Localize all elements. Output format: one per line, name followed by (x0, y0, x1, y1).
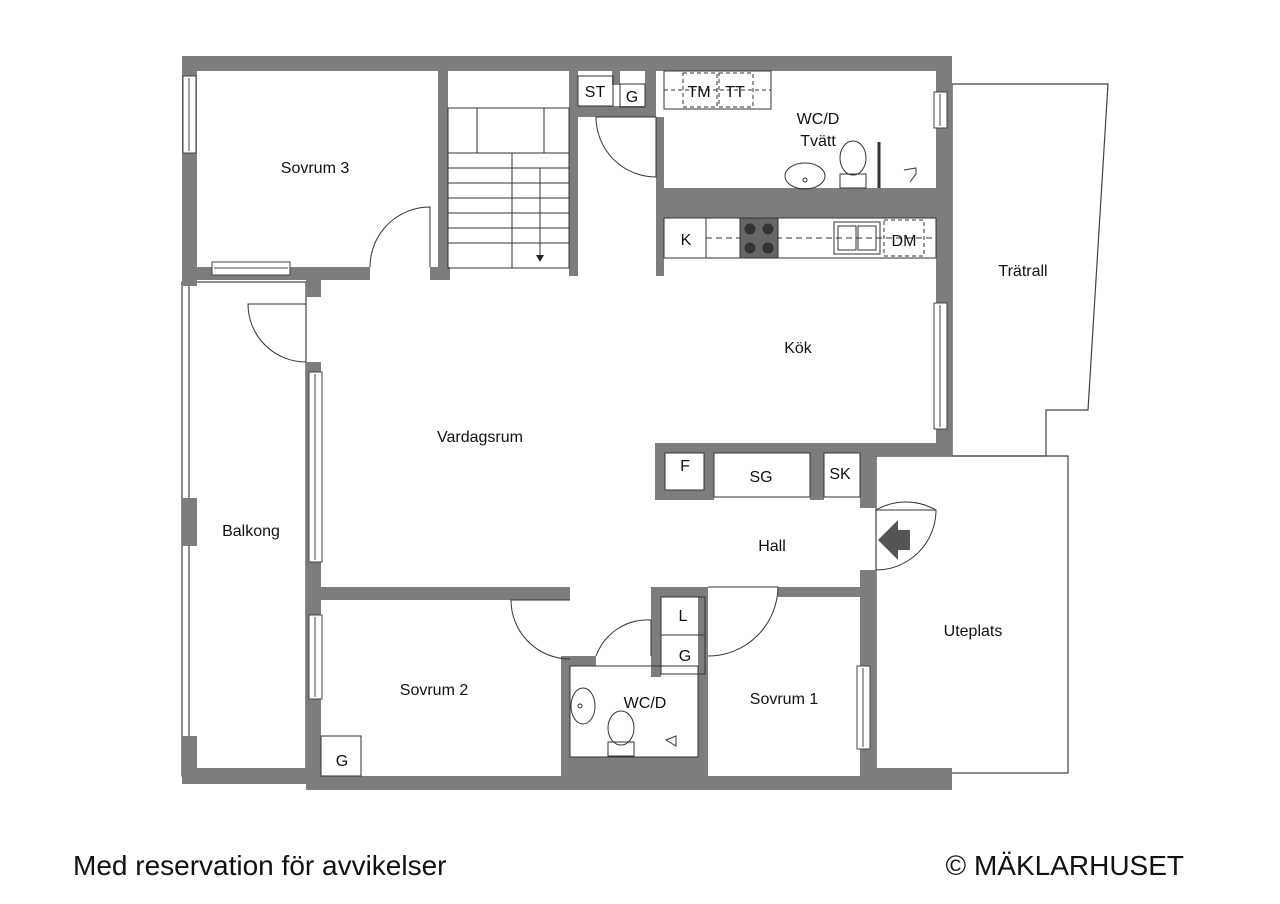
wall-laundry-left-upper (569, 71, 578, 116)
wall-st-bottom (578, 106, 656, 117)
g-hall-box (660, 634, 706, 675)
kitchen-counter (663, 217, 937, 259)
wc-toilet (607, 710, 635, 746)
wall-sovrum2-top (306, 587, 570, 600)
fixture-sg: SG (749, 469, 772, 486)
shower-tap (903, 167, 917, 183)
f-box (664, 452, 705, 491)
fixture-sk: SK (829, 466, 851, 483)
door-sovrum1 (707, 586, 779, 657)
wall-wc-top (561, 656, 596, 666)
uteplats-outline (875, 455, 1069, 774)
door-laundry (595, 116, 657, 178)
sink (833, 221, 881, 255)
stair-arrow (536, 255, 544, 262)
door-sovrum2 (510, 599, 571, 660)
room-hall: Hall (758, 538, 786, 555)
wall-sg-left (704, 443, 714, 500)
door-entrance (875, 501, 937, 571)
fixture-dm: DM (892, 233, 917, 250)
entrance-arrow-icon (878, 520, 910, 560)
wall-g-div (645, 71, 656, 117)
wall-sovrum2-right (561, 656, 570, 790)
fixture-g-sovrum2: G (336, 753, 348, 770)
room-wcd-tvatt-2: Tvätt (800, 133, 836, 150)
room-tratrall: Trätrall (998, 263, 1047, 280)
room-wcd-tvatt-1: WC/D (797, 111, 840, 128)
room-uteplats: Uteplats (944, 623, 1003, 640)
wall-f-box (655, 490, 710, 500)
wall-kitchen-bottom (860, 443, 952, 456)
fixture-g-hall: G (679, 648, 691, 665)
fixture-tm: TM (687, 84, 710, 101)
disclaimer-text: Med reservation för avvikelser (73, 850, 447, 881)
wall-hall-top (651, 587, 708, 597)
hall-storage (320, 452, 861, 777)
wall-wc-left (651, 587, 661, 677)
wall-laundry-bottom (656, 188, 952, 218)
wc-tap (664, 735, 677, 747)
fixture-f: F (680, 458, 690, 475)
door-wc (595, 619, 652, 657)
wall-wc-right (698, 587, 708, 790)
wall-left-mid (306, 267, 321, 297)
g-laundry-box (619, 83, 646, 108)
room-sovrum2: Sovrum 2 (400, 682, 469, 699)
wall-hallway-f (655, 443, 665, 500)
stove (739, 217, 779, 259)
door-balkong (247, 303, 307, 363)
wc-sink (570, 687, 596, 725)
wc-fixtures (569, 665, 699, 758)
dm-box (883, 219, 925, 257)
fixture-st: ST (585, 84, 606, 101)
staircase (447, 107, 570, 269)
wall-top-hall (655, 443, 860, 453)
laundry-sink (784, 162, 826, 190)
room-sovrum1: Sovrum 1 (750, 691, 819, 708)
door-sovrum3 (369, 206, 431, 268)
fixture-g-laundry: G (626, 89, 638, 106)
g-sovrum2-box (320, 735, 362, 777)
copyright-text: © MÄKLARHUSET (945, 850, 1184, 881)
wall-stair-right (569, 71, 578, 276)
wall-sg-right (810, 443, 824, 500)
window-glass-lines (188, 78, 941, 747)
wall-left-balkong (182, 498, 197, 546)
fixture-k: K (681, 232, 692, 249)
room-wcd: WC/D (624, 695, 667, 712)
wall-laundry-left (656, 117, 664, 218)
fixture-tt: TT (725, 84, 745, 101)
wall-wc-bottom-left (561, 757, 706, 790)
room-kok: Kök (784, 340, 813, 357)
fixture-l: L (679, 608, 688, 625)
wall-bottom-left (182, 768, 312, 784)
wall-sovrum1-top (778, 587, 876, 597)
wall-sovrum3-stair (438, 71, 448, 280)
wall-left-top-balk (182, 276, 197, 286)
wall-top (182, 56, 952, 71)
room-sovrum3: Sovrum 3 (281, 160, 350, 177)
sk-box (823, 452, 861, 498)
laundry-toilet (839, 140, 867, 176)
laundry-fixtures (577, 70, 917, 190)
doors (247, 116, 937, 660)
wall-hall-right (860, 443, 876, 508)
tt-box (718, 72, 754, 108)
walls (182, 56, 952, 790)
wall-st-div (612, 71, 620, 85)
wall-right-bottom (876, 768, 952, 790)
room-balkong: Balkong (222, 523, 280, 540)
room-vardagsrum: Vardagsrum (437, 429, 523, 446)
wall-kitchen-left (656, 218, 664, 276)
st-box (577, 75, 614, 107)
